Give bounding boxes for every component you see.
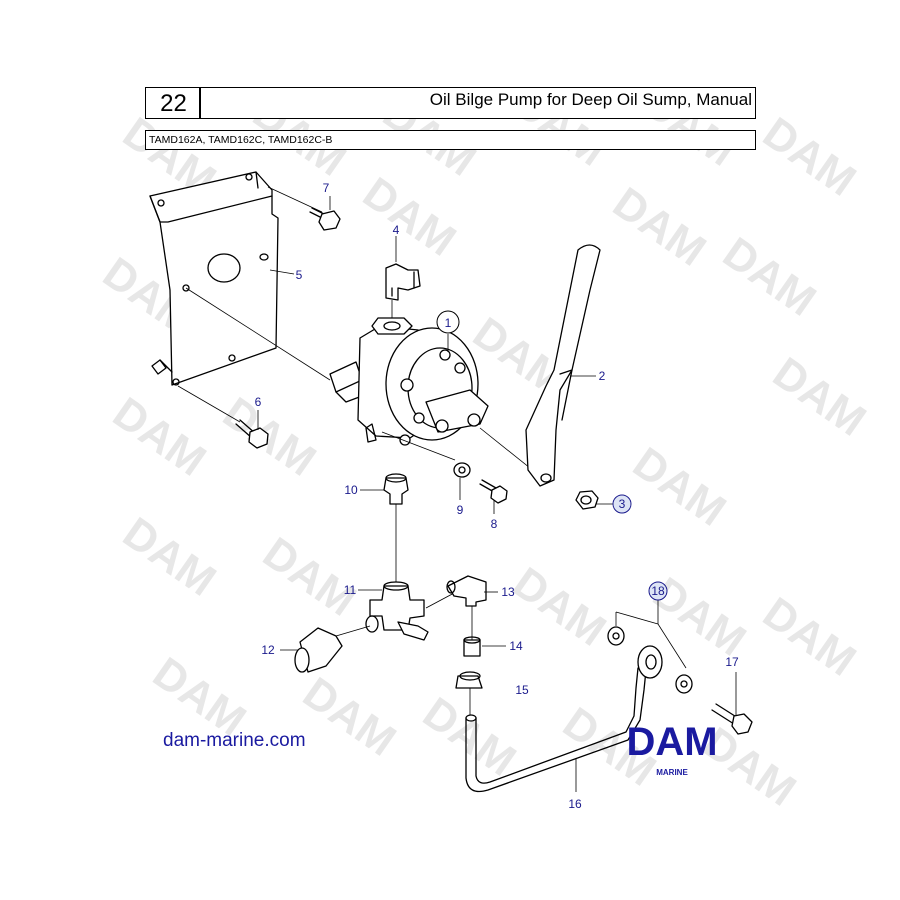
watermark: DAM [254, 528, 364, 626]
nut-part-3 [575, 490, 599, 510]
pipe-part-16 [465, 645, 663, 793]
watermark: DAM [214, 388, 324, 486]
diagram-number-box: 22 [145, 87, 200, 119]
watermark: DAM [764, 348, 874, 446]
washers-part-18 [607, 626, 693, 694]
title-box: Oil Bilge Pump for Deep Oil Sump, Manual [200, 87, 756, 119]
bolt-part-8 [479, 479, 508, 504]
callout-1: 1 [445, 316, 452, 330]
website-link[interactable]: dam-marine.com [163, 730, 306, 751]
page-title: Oil Bilge Pump for Deep Oil Sump, Manual [429, 90, 752, 109]
watermark: DAM [114, 508, 224, 606]
coupling-nut-part-14 [463, 636, 481, 657]
watermark: DAM [604, 178, 714, 276]
banjo-bolt-part-17 [711, 703, 753, 735]
callout-9: 9 [457, 503, 464, 517]
bolt-part-7 [309, 207, 341, 231]
models-box: TAMD162A, TAMD162C, TAMD162C-B [145, 130, 756, 150]
watermark: DAM [754, 588, 864, 686]
callout-3: 3 [619, 497, 626, 511]
tee-fitting-part-11 [365, 581, 429, 641]
callout-11: 11 [344, 583, 357, 597]
watermark: DAM [624, 438, 734, 536]
elbow-fitting-part-4 [385, 263, 421, 301]
watermark: DAM [104, 388, 214, 486]
elbow-part-13 [446, 575, 487, 607]
callout-1-circle [436, 310, 460, 334]
callout-13: 13 [501, 585, 515, 599]
dam-marine-logo: DAM MARINE [626, 720, 717, 777]
bolt-part-6 [235, 419, 269, 449]
watermark: DAM [714, 228, 824, 326]
watermark: DAM [414, 688, 524, 786]
logo-text: DAM [626, 720, 717, 764]
model-list: TAMD162A, TAMD162C, TAMD162C-B [149, 134, 333, 146]
callout-10: 10 [344, 483, 358, 497]
callout-17: 17 [725, 655, 739, 669]
logo-subtext: MARINE [656, 768, 688, 777]
callout-4: 4 [393, 223, 400, 237]
callout-2: 2 [599, 369, 606, 383]
callout-6: 6 [255, 395, 262, 409]
washer-part-9 [453, 462, 471, 478]
handle-part-2 [525, 244, 601, 487]
nipple-fitting-part-10 [383, 473, 409, 505]
callout-3-circle [612, 494, 632, 514]
callout-15: 15 [515, 683, 529, 697]
watermark: DAM [354, 168, 464, 266]
callout-5: 5 [296, 268, 303, 282]
callout-8: 8 [491, 517, 498, 531]
callout-16: 16 [568, 797, 582, 811]
watermark: DAM [294, 668, 404, 766]
hose-fitting-part-12 [294, 627, 343, 673]
callout-labels: 1 2 3 4 5 6 7 8 9 10 11 12 13 14 15 16 1… [255, 181, 739, 811]
callout-7: 7 [323, 181, 330, 195]
callout-14: 14 [509, 639, 523, 653]
ferrule-part-15 [455, 671, 483, 689]
watermark: DAM [754, 108, 864, 206]
callout-18-circle [648, 581, 668, 601]
pump-body-part-1 [329, 317, 489, 446]
callout-12: 12 [261, 643, 275, 657]
bracket-part-5 [149, 171, 279, 386]
callout-18: 18 [651, 584, 665, 598]
diagram-number: 22 [160, 90, 187, 117]
